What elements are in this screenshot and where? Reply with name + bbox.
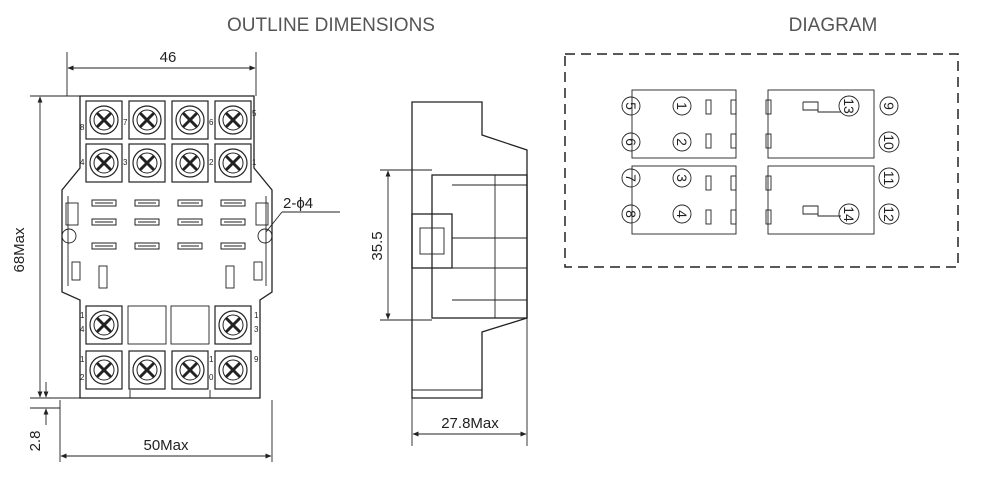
pin-14: 14: [838, 203, 860, 225]
term-label: 1: [254, 311, 259, 320]
term-label: 7: [123, 118, 128, 127]
term-label: 3: [254, 325, 259, 334]
pin-10: 10: [878, 131, 900, 153]
pin-11: 11: [878, 167, 900, 189]
side-view: 35.5 27.8Max: [369, 101, 528, 446]
term-label: 2: [80, 373, 85, 382]
svg-text:8: 8: [623, 210, 639, 218]
svg-text:4: 4: [674, 210, 690, 218]
term-label: 0: [209, 373, 214, 382]
dim-bottom-offset: 2.8: [27, 431, 44, 452]
svg-text:6: 6: [623, 138, 639, 146]
term-label: 3: [123, 158, 128, 167]
pin-8: 8: [621, 204, 641, 224]
term-label: 6: [209, 118, 214, 127]
dim-top-width: 46: [160, 49, 177, 66]
svg-text:1: 1: [674, 102, 690, 110]
term-label: 1: [80, 311, 85, 320]
term-label: 5: [252, 109, 257, 118]
pin-5: 5: [621, 96, 641, 116]
diagram-title: DIAGRAM: [789, 15, 878, 36]
pin-3: 3: [672, 168, 692, 188]
dim-side-height: 35.5: [369, 231, 386, 260]
pin-6: 6: [621, 132, 641, 152]
dim-height: 68Max: [11, 227, 28, 273]
term-label: 1: [80, 355, 85, 364]
pin-4: 4: [672, 204, 692, 224]
term-label: 2: [209, 158, 214, 167]
svg-text:13: 13: [841, 98, 857, 114]
outline-title: OUTLINE DIMENSIONS: [227, 15, 435, 36]
front-view: 46 68Max 2.8 50Max: [11, 49, 340, 462]
pin-7: 7: [621, 168, 641, 188]
term-label: 4: [80, 325, 85, 334]
dim-bottom-width: 50Max: [143, 437, 189, 454]
pin-13: 13: [838, 95, 860, 117]
svg-text:11: 11: [881, 171, 897, 186]
term-label: 9: [254, 355, 259, 364]
dim-side-depth: 27.8Max: [441, 415, 499, 432]
svg-text:10: 10: [881, 134, 897, 150]
svg-text:5: 5: [623, 102, 639, 110]
dim-hole: 2-ϕ4: [283, 195, 313, 212]
term-label: 1: [209, 355, 214, 364]
svg-text:12: 12: [881, 206, 897, 222]
pin-9: 9: [879, 96, 899, 116]
svg-text:7: 7: [623, 174, 639, 182]
wiring-diagram: 5 6 7 8 1 2 3 4 13 14 9 10 11 12: [564, 53, 959, 268]
svg-text:2: 2: [674, 138, 690, 146]
svg-text:9: 9: [881, 102, 897, 110]
pin-2: 2: [672, 132, 692, 152]
svg-text:14: 14: [841, 206, 857, 222]
term-label: 1: [252, 158, 257, 167]
pin-12: 12: [878, 203, 900, 225]
term-label: 4: [80, 158, 85, 167]
pin-1: 1: [672, 96, 692, 116]
svg-text:3: 3: [674, 174, 690, 182]
term-label: 8: [80, 123, 85, 132]
